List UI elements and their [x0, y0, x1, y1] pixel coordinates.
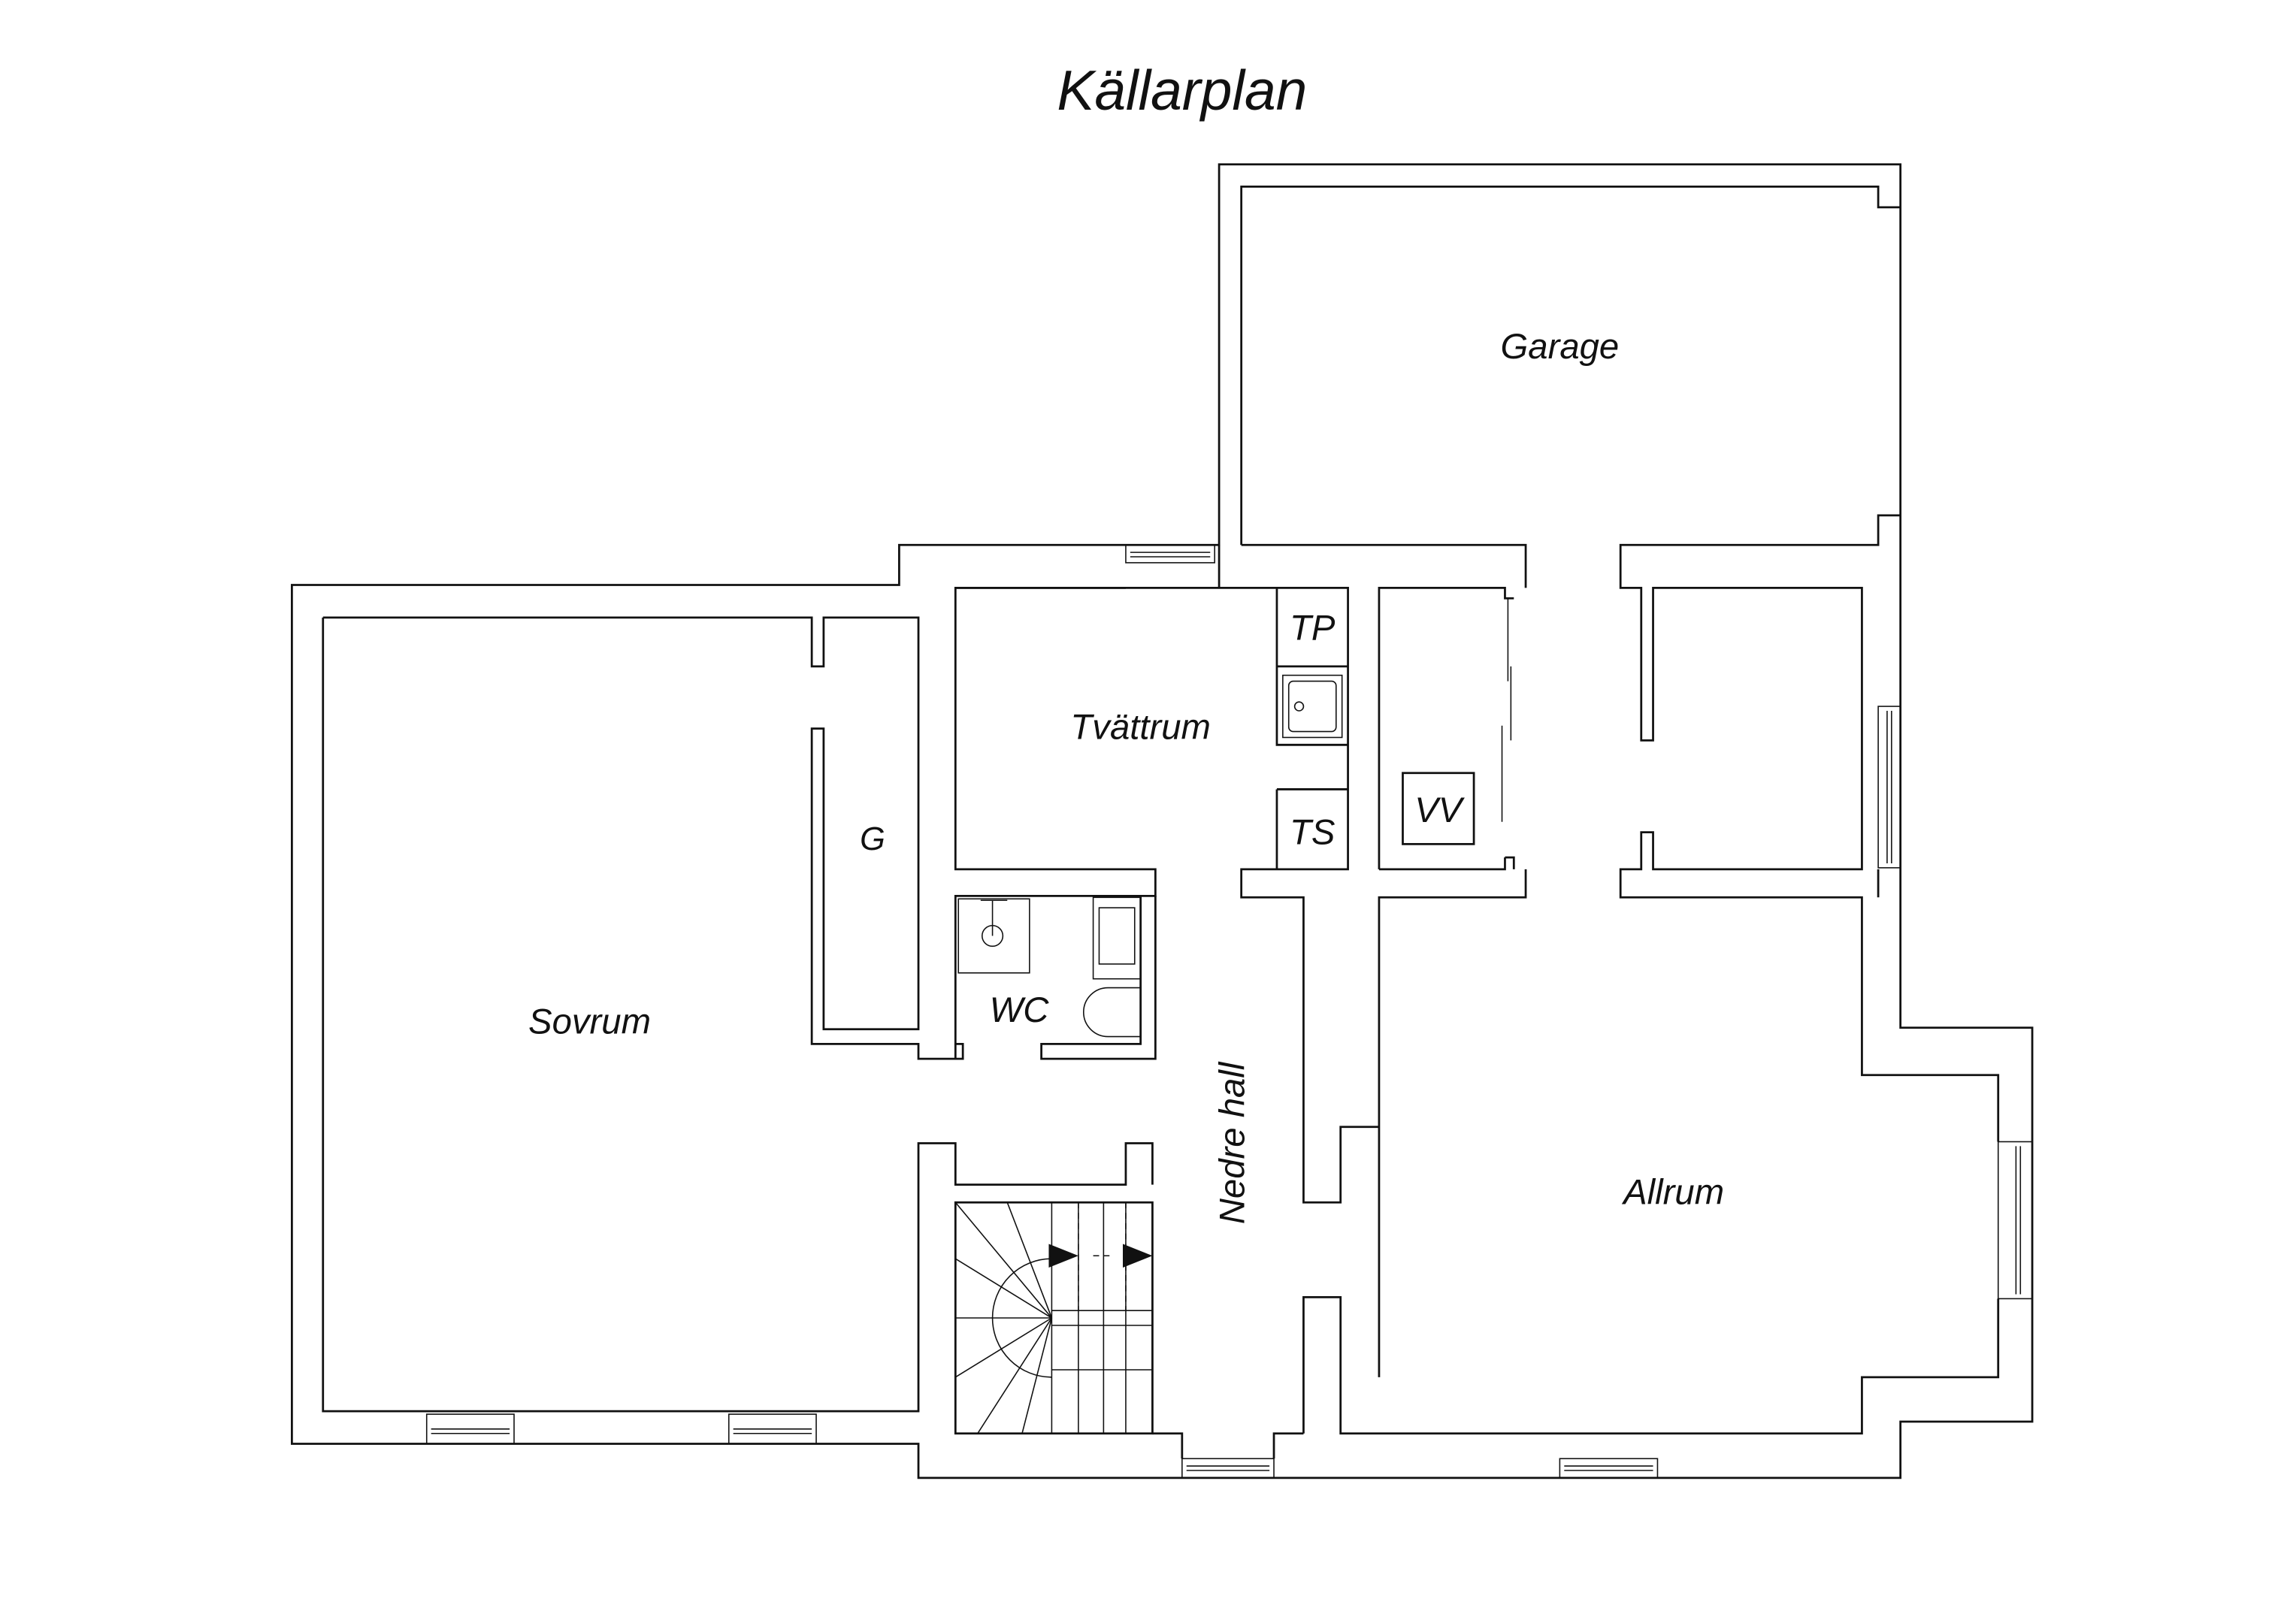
- room-label-allrum: Allrum: [1621, 1172, 1724, 1212]
- sink-basin: [1287, 680, 1337, 733]
- room-label-wc: WC: [990, 990, 1050, 1030]
- outer-wall: [290, 163, 2034, 1479]
- sovrum-wall: [322, 587, 1157, 1060]
- stair-arrow-icon: [1048, 1244, 1078, 1268]
- window: [1125, 544, 1215, 564]
- room-label-vv: VV: [1414, 790, 1466, 830]
- sovrum-lower-wall: [322, 617, 1154, 1435]
- washbasin-bowl: [1098, 907, 1136, 965]
- shower-head-icon: [980, 899, 1008, 936]
- wc-wall: [954, 896, 1157, 1060]
- room-label-ts: TS: [1290, 812, 1336, 852]
- window: [728, 1413, 817, 1445]
- room-label-g: G: [860, 821, 885, 857]
- room-label-sovrum: Sovrum: [528, 1002, 651, 1042]
- window: [1877, 706, 1901, 869]
- sink-drain-icon: [1293, 701, 1305, 712]
- toilet-icon: [1082, 987, 1142, 1038]
- plan-title: Källarplan: [1057, 59, 1307, 122]
- tvattrum-wall: [955, 587, 1379, 1204]
- window: [1181, 1458, 1275, 1479]
- room-label-nedre-hall: Nedre hall: [1213, 1061, 1253, 1224]
- window: [425, 1413, 515, 1445]
- room-label-tvattrum: Tvättrum: [1070, 707, 1211, 747]
- sink-icon: [1282, 674, 1343, 739]
- shower-icon: [957, 898, 1030, 974]
- washbasin-icon: [1092, 896, 1142, 980]
- vv-box: [1402, 772, 1475, 845]
- sliding-door-icon: [1501, 598, 1512, 822]
- room-label-tp: TP: [1290, 608, 1336, 648]
- stair-arrow-icon: [1122, 1244, 1153, 1268]
- windows: [425, 544, 2033, 1479]
- room-label-garage: Garage: [1501, 327, 1620, 367]
- window: [1997, 1141, 2033, 1300]
- garage-front-wall: [1218, 543, 1880, 1377]
- allrum-wall: [1152, 1296, 2000, 1459]
- staircase: [954, 1201, 1153, 1434]
- window: [1559, 1458, 1659, 1479]
- garage-wall: [1240, 185, 2000, 1142]
